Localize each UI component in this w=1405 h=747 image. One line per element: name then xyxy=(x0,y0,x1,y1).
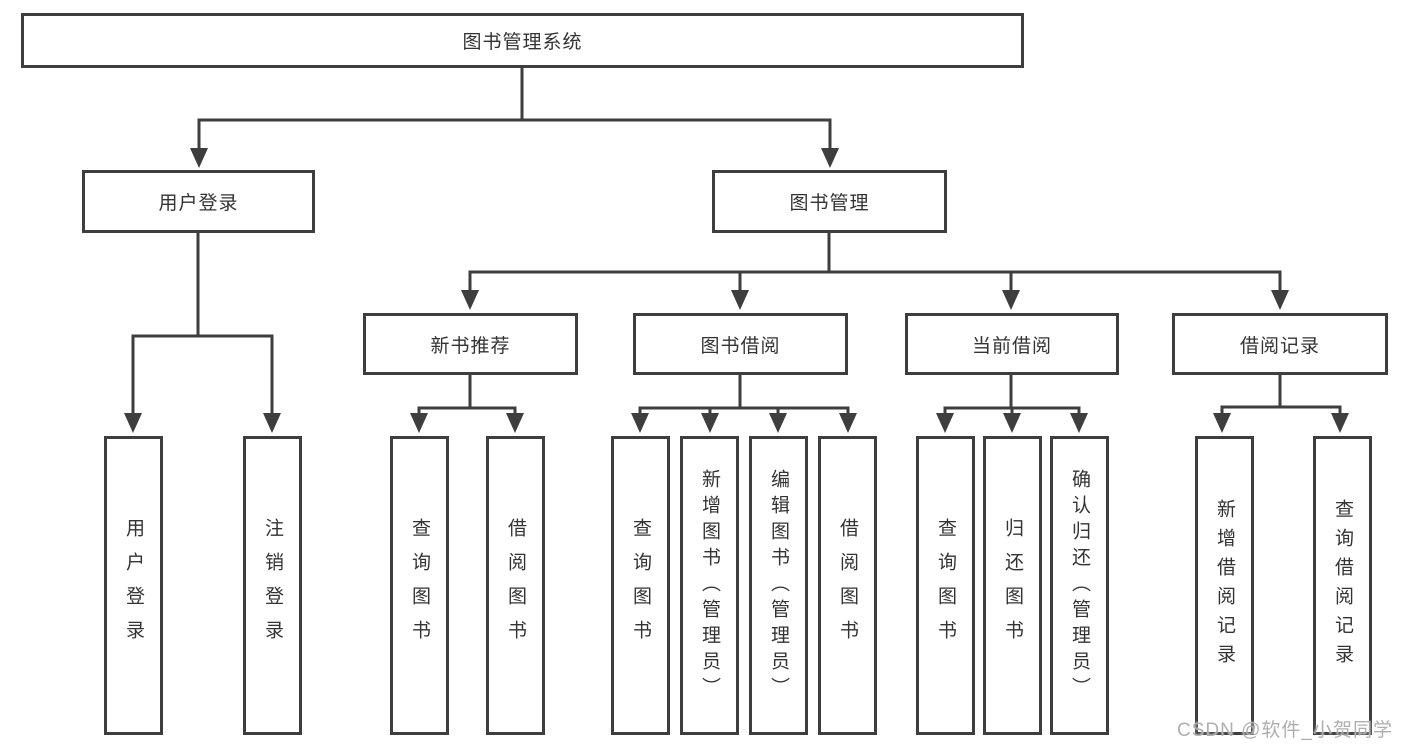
node-label: 新增借阅记录 xyxy=(1214,498,1235,673)
leaf-user-login: 用户登录 xyxy=(104,436,163,735)
leaf-confirm-return-admin: 确认归还（管理员） xyxy=(1050,436,1109,735)
node-label: 归还图书 xyxy=(1002,517,1023,654)
node-label: 借阅记录 xyxy=(1239,335,1320,357)
node-library-management-system: 图书管理系统 xyxy=(21,13,1024,68)
node-label: 确认归还（管理员） xyxy=(1069,468,1090,703)
node-label: 查询图书 xyxy=(935,517,956,654)
node-book-management-branch: 图书管理 xyxy=(712,170,947,233)
leaf-query-books-current: 查询图书 xyxy=(916,436,975,735)
node-label: 编辑图书（管理员） xyxy=(768,468,789,703)
node-new-book-recommendation: 新书推荐 xyxy=(363,313,578,375)
node-user-login-branch: 用户登录 xyxy=(82,170,315,233)
leaf-query-borrow-record: 查询借阅记录 xyxy=(1313,436,1372,735)
node-label: 查询图书 xyxy=(409,517,430,654)
node-label: 图书管理系统 xyxy=(462,32,583,53)
leaf-query-books-borrowing: 查询图书 xyxy=(611,436,670,735)
node-label: 新增图书（管理员） xyxy=(699,468,720,703)
leaf-add-books-admin: 新增图书（管理员） xyxy=(680,436,739,735)
node-label: 借阅图书 xyxy=(837,517,858,654)
node-label: 新书推荐 xyxy=(430,335,511,357)
leaf-return-books: 归还图书 xyxy=(983,436,1042,735)
node-label: 图书借阅 xyxy=(700,335,781,357)
leaf-query-books-recommendation: 查询图书 xyxy=(390,436,449,735)
leaf-edit-books-admin: 编辑图书（管理员） xyxy=(749,436,808,735)
node-label: 查询借阅记录 xyxy=(1332,498,1353,673)
leaf-add-borrow-record: 新增借阅记录 xyxy=(1195,436,1254,735)
csdn-watermark: CSDN @软件_小贺同学 xyxy=(1177,720,1393,741)
node-borrowing-records: 借阅记录 xyxy=(1172,313,1388,375)
leaf-borrow-books-recommendation: 借阅图书 xyxy=(486,436,545,735)
node-label: 当前借阅 xyxy=(971,335,1052,357)
node-label: 用户登录 xyxy=(158,193,239,214)
leaf-logout: 注销登录 xyxy=(243,436,302,735)
leaf-borrow-books: 借阅图书 xyxy=(818,436,877,735)
node-current-borrowing: 当前借阅 xyxy=(905,313,1119,375)
node-label: 借阅图书 xyxy=(505,517,526,654)
node-label: 用户登录 xyxy=(123,517,144,654)
node-book-borrowing: 图书借阅 xyxy=(633,313,848,375)
node-label: 图书管理 xyxy=(789,193,870,214)
node-label: 注销登录 xyxy=(262,517,283,654)
node-label: 查询图书 xyxy=(630,517,651,654)
